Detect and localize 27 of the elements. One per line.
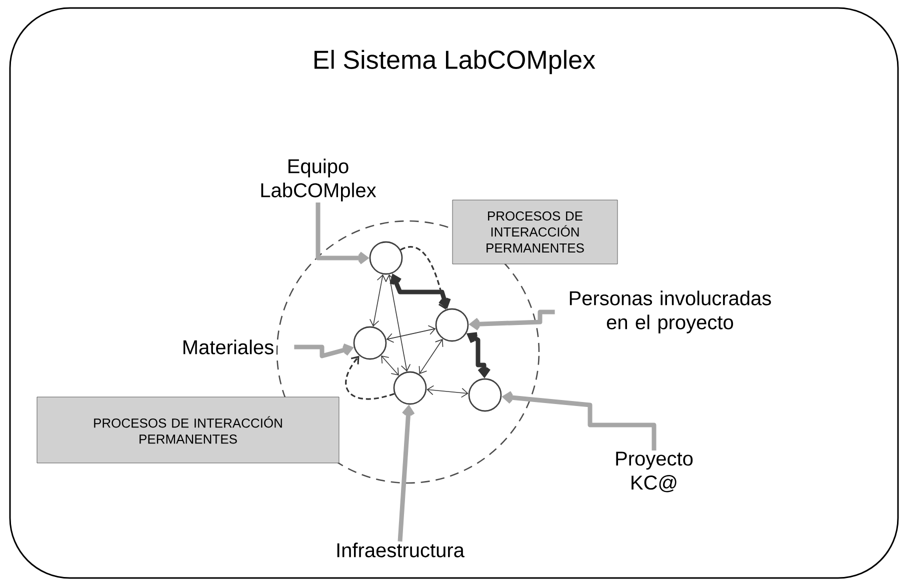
arrow [370,274,386,327]
arrow [316,202,370,264]
component-label: Proyecto KC@ [616,452,693,492]
arrow [398,404,415,542]
arrow [418,338,444,374]
component-label: Materiales [184,340,274,354]
arrow [466,332,490,378]
circle [468,378,502,412]
circle [353,326,387,360]
component-label: Personas involucradas en el proyecto [570,290,771,334]
arrow [502,391,656,451]
arrow [390,273,451,310]
component-label: Infraestructura [337,542,464,558]
arrow [386,325,436,343]
circle [369,241,403,275]
arrow [468,310,555,330]
process-box: PROCESOS DE INTERACCIÓN PERMANENTES [36,396,340,464]
arrow [381,355,399,376]
circle [393,371,427,405]
arrow [426,385,468,398]
circle [435,308,469,342]
arrow [385,274,411,372]
title: El Sistema LabCOMplex [314,50,596,74]
process-box: PROCESOS DE INTERACCIÓN PERMANENTES [452,200,618,264]
arrow [345,356,395,400]
arrow [400,246,448,310]
component-label: Equipo LabCOMplex [261,158,376,202]
